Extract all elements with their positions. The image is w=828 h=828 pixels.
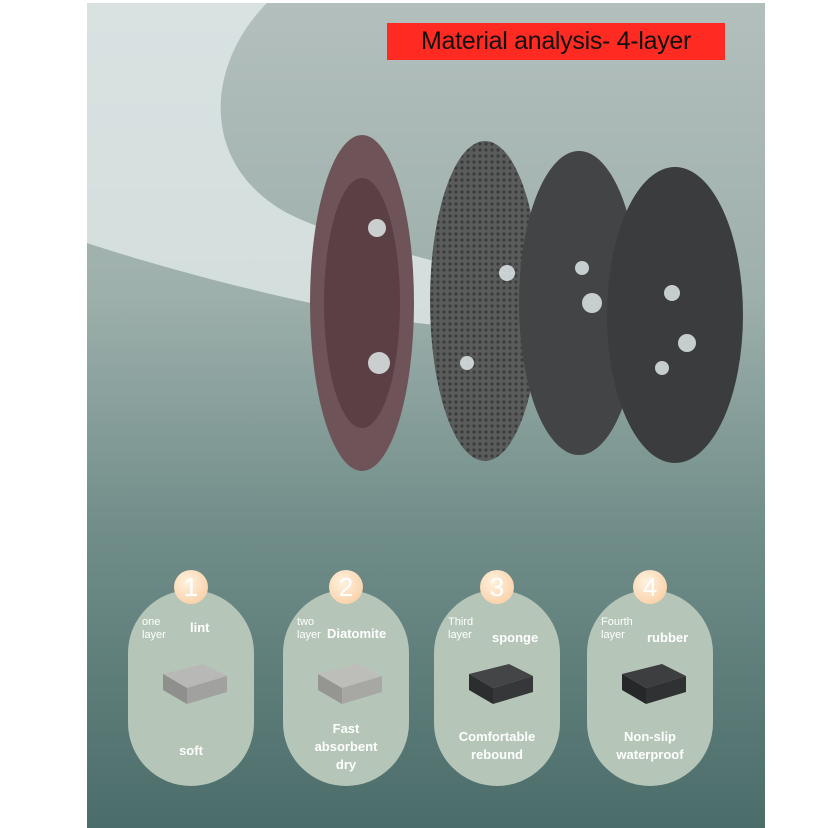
material-description: soft [179,743,203,758]
material-block-icon [318,664,382,704]
layer-number-badge: 4 [633,570,667,604]
disc-diatomite [430,141,540,461]
material-block-icon [469,664,533,704]
page-title: Material analysis- 4-layer [387,23,725,60]
disc-sponge [519,151,639,455]
material-block-icon [163,664,227,704]
layer-number-badge: 3 [480,570,514,604]
water-droplets [368,219,696,375]
material-name: sponge [492,630,539,645]
layer-number-badge: 1 [174,570,208,604]
material-block-icon [622,664,686,704]
material-name: lint [190,620,210,635]
water-stream [87,3,687,331]
material-name: rubber [647,630,689,645]
material-name: Diatomite [327,626,387,641]
disc-rubber [607,167,743,463]
layer-number-badge: 2 [329,570,363,604]
layer-illustration [87,3,743,471]
